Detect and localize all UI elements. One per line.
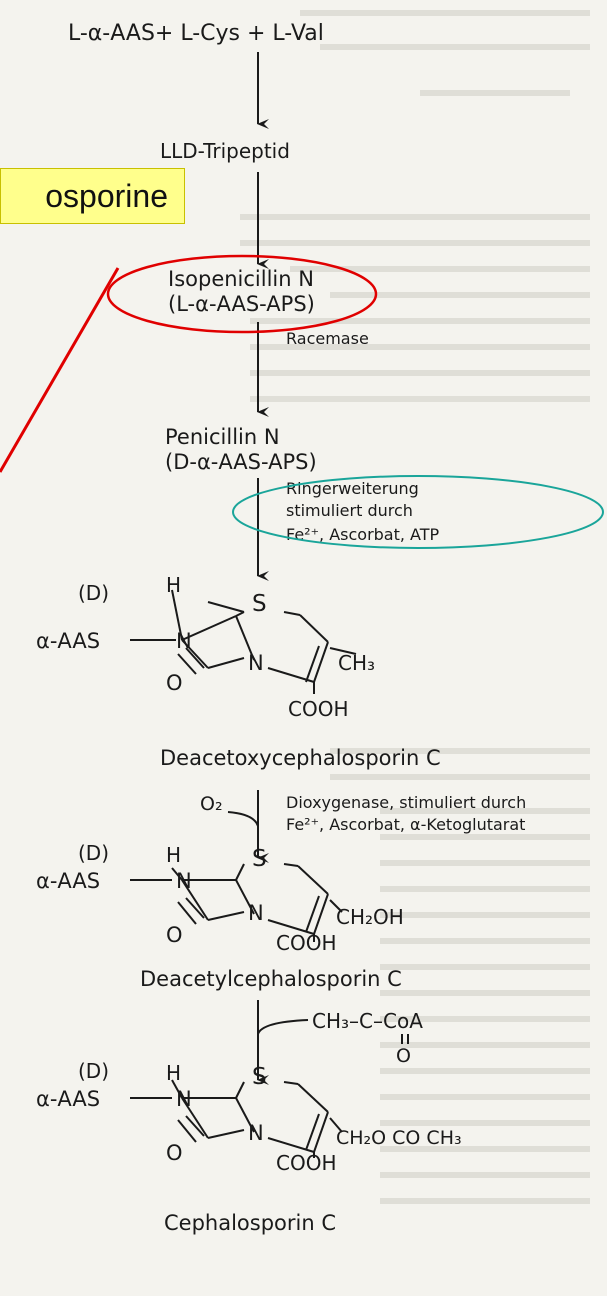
step-isopenicillin-sub: (L-α-AAS-APS) <box>168 292 315 316</box>
step-penicillin: Penicillin N <box>165 425 280 449</box>
cephalosporine-label: osporine <box>45 178 168 214</box>
s1-h: H <box>166 573 181 597</box>
s3-h: H <box>166 1061 181 1085</box>
o2-curve <box>227 811 259 827</box>
s3-n-ring: N <box>248 1121 264 1145</box>
step-deacetoxycephalosporin: Deacetoxycephalosporin C <box>160 746 441 770</box>
s2-ch2oh: CH₂OH <box>336 905 404 929</box>
acetyl-o: O <box>396 1045 411 1067</box>
acetyl-coa: CH₃–C–CoA <box>312 1009 423 1033</box>
s1-s: S <box>252 591 267 617</box>
s2-s: S <box>252 846 267 872</box>
s2-aas: α-AAS <box>36 869 100 893</box>
s3-s: S <box>252 1064 267 1090</box>
s1-o: O <box>166 671 183 695</box>
s3-cooh: COOH <box>276 1151 337 1175</box>
step-deacetylcephalosporin: Deacetylcephalosporin C <box>140 967 402 991</box>
enzyme-racemase: Racemase <box>286 329 369 348</box>
red-ellipse-isopenicillin <box>106 254 378 334</box>
s1-ch3: CH₃ <box>338 651 375 675</box>
s3-o: O <box>166 1141 183 1165</box>
step-penicillin-sub: (D-α-AAS-APS) <box>165 450 317 474</box>
o2-label: O₂ <box>200 793 223 815</box>
s2-n-amide: N <box>176 869 192 893</box>
teal-ellipse-ringerweiterung <box>232 475 604 549</box>
s2-d-label: (D) <box>78 841 109 865</box>
s3-d-label: (D) <box>78 1059 109 1083</box>
ringer-line-3: Fe²⁺, Ascorbat, ATP <box>286 525 440 544</box>
s3-n-amide: N <box>176 1087 192 1111</box>
s3-aas: α-AAS <box>36 1087 100 1111</box>
s1-aas: α-AAS <box>36 629 100 653</box>
structure-deacetylcephalosporin <box>130 863 343 942</box>
s2-cooh: COOH <box>276 931 337 955</box>
s1-n-ring: N <box>248 651 264 675</box>
s1-d-label: (D) <box>78 581 109 605</box>
structure-cephalosporin-c <box>130 1079 343 1158</box>
s2-h: H <box>166 843 181 867</box>
s1-n-amide: N <box>176 629 192 653</box>
dioxygenase-line-1: Dioxygenase, stimuliert durch <box>286 793 526 812</box>
acetyl-coa-curve <box>257 1019 309 1035</box>
dioxygenase-line-2: Fe²⁺, Ascorbat, α-Ketoglutarat <box>286 815 525 834</box>
bleed-through-texture <box>240 10 590 1204</box>
step-start: L-α-AAS+ L-Cys + L-Val <box>68 21 324 46</box>
step-isopenicillin: Isopenicillin N <box>168 267 314 291</box>
red-callout-line <box>0 267 120 473</box>
ringer-line-2: stimuliert durch <box>286 501 413 520</box>
ringer-line-1: Ringerweiterung <box>286 479 419 498</box>
cephalosporine-label-box: osporine <box>0 168 185 224</box>
s3-ch2ococh3: CH₂O CO CH₃ <box>336 1127 462 1149</box>
step-tripeptide: LLD-Tripeptid <box>160 139 290 163</box>
structure-deacetoxycephalosporin <box>130 589 357 694</box>
s2-n-ring: N <box>248 901 264 925</box>
step-cephalosporin-c: Cephalosporin C <box>164 1211 336 1235</box>
s2-o: O <box>166 923 183 947</box>
s1-cooh: COOH <box>288 697 349 721</box>
